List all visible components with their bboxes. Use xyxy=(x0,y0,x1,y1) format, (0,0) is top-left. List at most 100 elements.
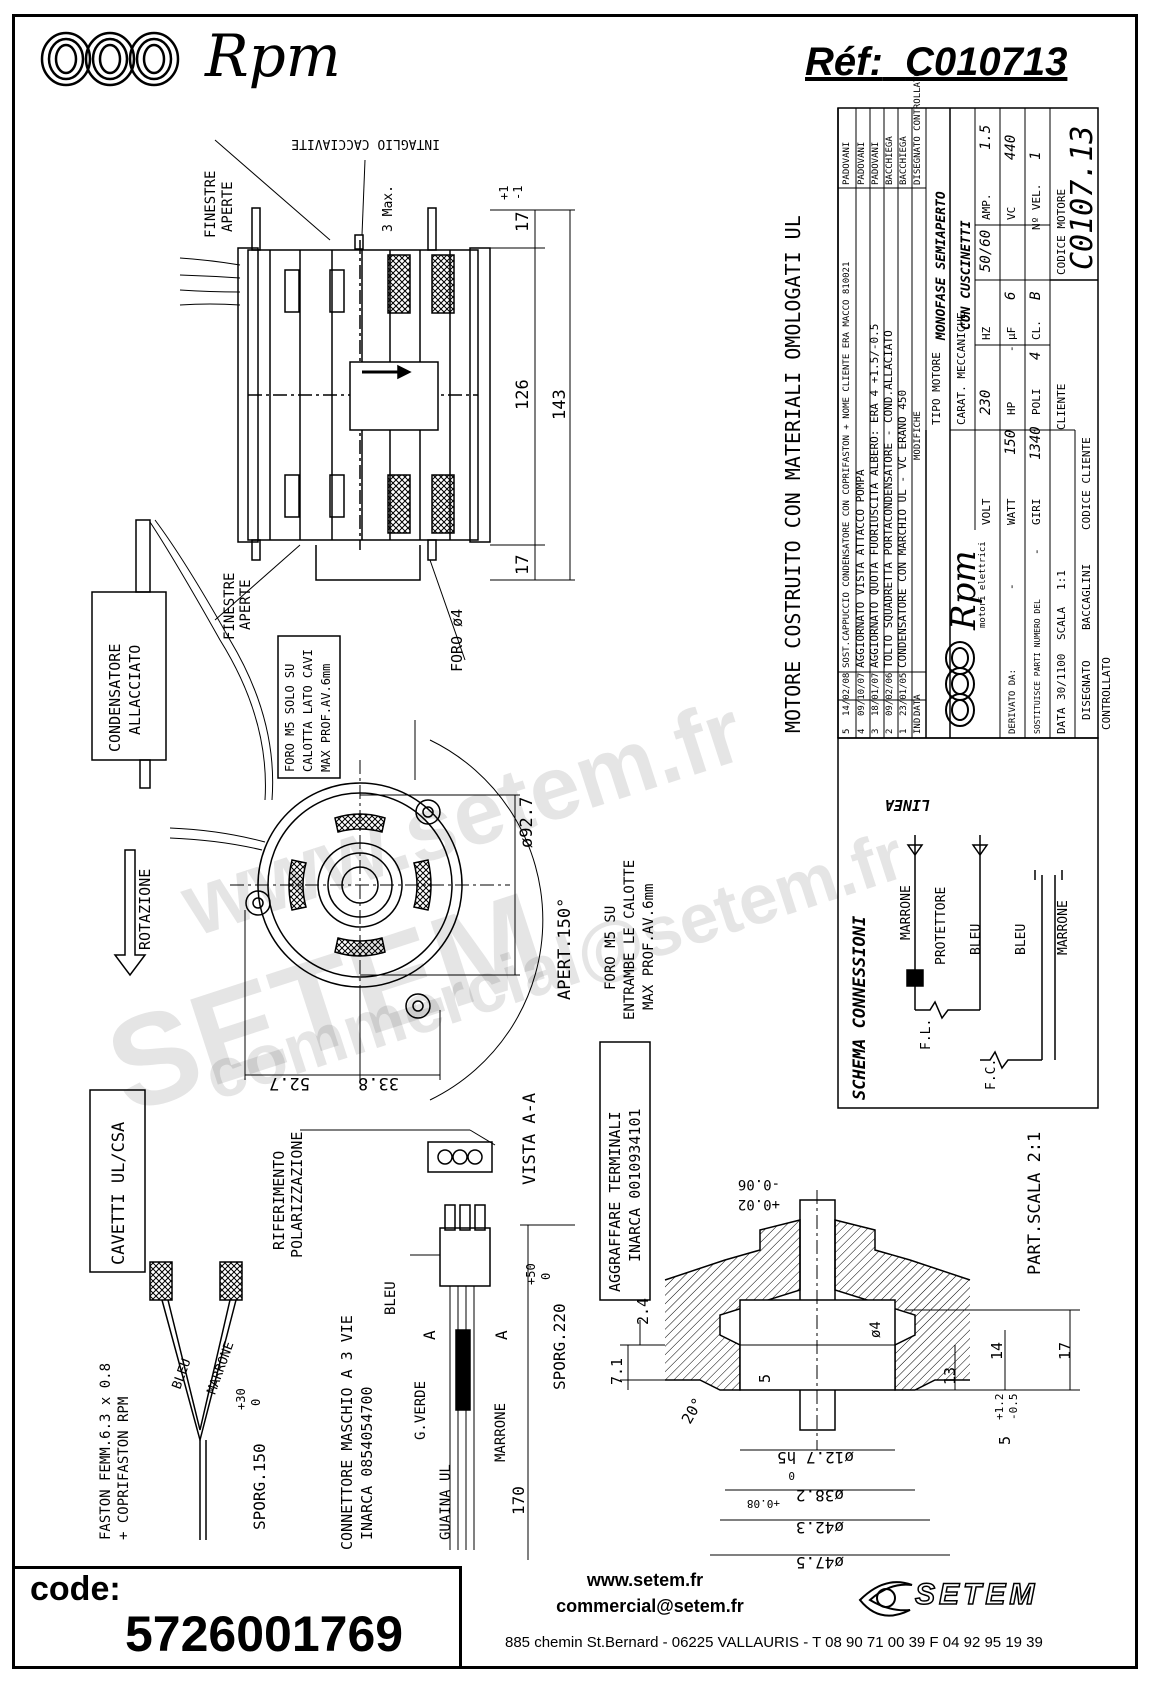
faston-leads xyxy=(149,1261,243,1540)
codice-motore-label: CODICE MOTORE xyxy=(1055,189,1068,275)
condensatore-label-1: CONDENSATORE xyxy=(106,644,124,752)
shaft-detail xyxy=(620,1190,1080,1556)
code-box xyxy=(14,1566,462,1668)
watt-value: 150 xyxy=(1003,430,1019,455)
company-address: 885 chemin St.Bernard - 06225 VALLAURIS … xyxy=(505,1634,1043,1651)
motore-ul-note: MOTORE COSTRUITO CON MATERIALI OMOLOGATI… xyxy=(781,215,805,733)
setem-logo-icon xyxy=(858,1581,913,1617)
intaglio-label: INTAGLIO CACCIAVITE xyxy=(291,136,440,151)
email-link[interactable]: commercial@setem.fr xyxy=(556,1596,744,1616)
title-block-brand-sub: motori elettrici xyxy=(978,541,988,628)
dim-5b-label: 5 xyxy=(996,1436,1014,1445)
title-block-fields: TIPO MOTORE MONOFASE SEMIAPERTO CARAT. M… xyxy=(930,125,1113,734)
faston-2: + COPRIFASTON RPM xyxy=(116,1397,132,1540)
rev3-date: 18/01/07 xyxy=(871,673,881,716)
part-scala-label: PART.SCALA 2:1 xyxy=(1025,1132,1045,1275)
rev1-by: BACCHIEGA xyxy=(899,136,909,185)
foro4-label: FORO ø4 xyxy=(448,609,466,672)
rev4-date: 09/10/07 xyxy=(857,673,867,716)
dim-475-label: ø47.5 xyxy=(796,1553,844,1572)
tipo-motore-1: MONOFASE SEMIAPERTO xyxy=(934,191,949,341)
schema-protettore: PROTETTORE xyxy=(934,887,949,965)
marrone-label: MARRONE xyxy=(493,1403,509,1462)
rev5-date: 14/02/08 xyxy=(842,673,852,716)
dim-17-top: 17 xyxy=(513,212,533,232)
tipo-motore-label: TIPO MOTORE xyxy=(930,352,943,425)
cavetti-label: CAVETTI UL/CSA xyxy=(109,1122,129,1265)
cl-label: CL. xyxy=(1030,320,1043,340)
sporg150-tol-plus: +30 xyxy=(234,1388,248,1410)
derivato-value: - xyxy=(1005,583,1018,590)
tol-plus-1: +1 xyxy=(497,186,511,200)
rpm-coil-logo xyxy=(40,31,180,87)
section-a-right: A xyxy=(492,1330,511,1340)
connettore-1: CONNETTORE MASCHIO A 3 VIE xyxy=(338,1315,356,1550)
foro-m5-calotte-2: ENTRAMBE LE CALOTTE xyxy=(622,860,638,1020)
motor-front-view xyxy=(169,760,510,1020)
dia-92-label: ø92.7 xyxy=(517,797,537,848)
sporg220-label: SPORG.220 xyxy=(550,1303,569,1390)
website-link[interactable]: www.setem.fr xyxy=(586,1570,704,1590)
condensatore-label-2: ALLACCIATO xyxy=(126,645,144,735)
rev3-text: AGGIORNATO QUOTA FUORIUSCITA ALBERO: ERA… xyxy=(868,324,881,668)
schema-fl: F.L. xyxy=(919,1019,934,1050)
amp-value: 1.5 xyxy=(978,125,994,150)
dim-5b-tol-plus: +1.2 xyxy=(993,1394,1006,1421)
dim-382-tol-zero: 0 xyxy=(788,1469,795,1482)
connettore-2: INARCA 0854054700 xyxy=(358,1386,376,1540)
motor-side-view xyxy=(179,207,491,581)
cliente-label: CLIENTE xyxy=(1055,384,1068,430)
hp-label: HP xyxy=(1005,401,1018,415)
rev2-by: BACCHIEGA xyxy=(885,136,895,185)
title-block-brand: Rpm xyxy=(944,550,984,631)
schema-bleu-2: BLEU xyxy=(1014,924,1029,955)
rev3-by: PADOVANI xyxy=(871,142,881,185)
data-label: DATA xyxy=(1055,707,1068,734)
dim-13-label: 13 xyxy=(941,1367,959,1385)
schema-bleu-1: BLEU xyxy=(969,924,984,955)
nvel-label: Nº VEL. xyxy=(1030,184,1043,230)
guaina-label: GUAINA UL xyxy=(438,1464,454,1540)
schema-fc: F.C. xyxy=(984,1059,999,1090)
poli-value: 4 xyxy=(1028,352,1044,360)
linea-label: LINEA xyxy=(885,796,930,814)
rev5-ind: 5 xyxy=(842,729,852,734)
mod-header-disegnato: DISEGNATO CONTROLLATO xyxy=(913,71,923,185)
rev4-text: AGGIORNATO VISTA ATTACCO POMPA xyxy=(854,469,867,668)
dim-382-tol-plus: +0.08 xyxy=(747,1497,780,1510)
foro-m5-calotte-3: MAX PROF.AV.6mm xyxy=(641,884,657,1010)
wiring-schema xyxy=(837,737,1099,1109)
front-dimensions xyxy=(244,720,544,1101)
schema-title: SCHEMA CONNESSIONI xyxy=(850,915,870,1100)
uf-value: 6 xyxy=(1003,292,1019,300)
giri-value: 1340 xyxy=(1028,426,1044,460)
title-block-grid xyxy=(837,107,1099,739)
riferimento-2: POLARIZZAZIONE xyxy=(288,1132,306,1258)
rev4-ind: 4 xyxy=(857,729,867,734)
vista-aa-label: VISTA A-A xyxy=(520,1093,540,1185)
giri-label: GIRI xyxy=(1030,499,1043,526)
dim-5-label: 5 xyxy=(756,1374,774,1383)
revision-rows: 5 14/02/08 SOST.CAPPUCCIO CONDENSATORE C… xyxy=(842,71,923,734)
dim-17b-label: 17 xyxy=(1056,1342,1074,1360)
brand-logo-text: Rpm xyxy=(205,22,341,90)
side-dimensions xyxy=(214,139,575,661)
dim-14-label: 14 xyxy=(988,1342,1006,1360)
sporg150-label: SPORG.150 xyxy=(250,1443,269,1530)
sporg220-tol-plus: +50 xyxy=(524,1263,538,1285)
bleu-label: BLEU xyxy=(383,1281,399,1315)
motor-endcap-right xyxy=(469,247,491,543)
poli-label: POLI xyxy=(1030,389,1043,416)
finestre-aperte-top-2: APERTE xyxy=(220,181,236,232)
rev3-ind: 3 xyxy=(871,729,881,734)
dim-33-label: 33.8 xyxy=(358,1073,399,1093)
codice-motore-value: C0107.13 xyxy=(1065,126,1100,271)
dim-71-label: 7.1 xyxy=(608,1358,626,1385)
disegnato-label: DISEGNATO xyxy=(1080,660,1093,720)
dim-20-label: 20° xyxy=(678,1395,707,1427)
code-value: 5726001769 xyxy=(125,1606,404,1662)
bleu2-label: BLEU xyxy=(170,1357,195,1392)
max3-label: 3 Max. xyxy=(381,185,396,232)
rev4-by: PADOVANI xyxy=(857,142,867,185)
derivato-label: DERIVATO DA: xyxy=(1008,669,1018,734)
